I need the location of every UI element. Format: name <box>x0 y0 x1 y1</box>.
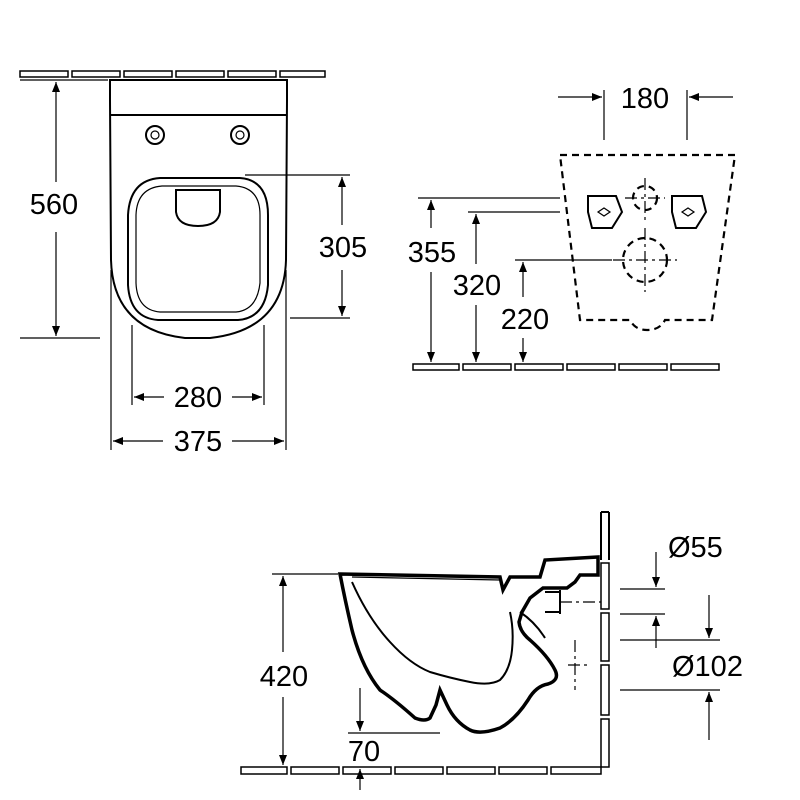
dim-bolt-spacing: 180 <box>621 83 669 115</box>
dim-height-355: 355 <box>408 237 456 269</box>
dim-height-320: 320 <box>453 270 501 302</box>
dim-rim-height: 420 <box>260 661 308 693</box>
bolt-hole-right <box>230 125 250 145</box>
dim-inlet-diameter: Ø55 <box>668 532 723 564</box>
dim-seat-width: 280 <box>174 382 222 414</box>
wall-bolt-right <box>671 195 708 229</box>
bolt-hole-left <box>145 125 165 145</box>
dim-height-220: 220 <box>501 304 549 336</box>
wall-view: 180 355 320 220 <box>408 83 737 371</box>
wall-bolt-left <box>587 195 624 229</box>
dim-floor-offset: 70 <box>348 736 380 768</box>
top-view: 560 305 280 375 <box>19 70 367 458</box>
dim-seat-depth: 305 <box>319 232 367 264</box>
dim-overall-width: 375 <box>174 426 222 458</box>
side-floor <box>240 766 602 775</box>
side-view: Ø55 Ø102 420 70 <box>240 511 743 790</box>
bowl-top-outline <box>109 79 288 339</box>
flush-opening <box>175 189 221 228</box>
seat-opening <box>127 177 269 321</box>
wall-view-floor <box>412 363 720 371</box>
wall-footprint-dashed <box>558 153 737 332</box>
dim-depth: 560 <box>30 189 78 221</box>
top-wall-strip <box>19 70 326 78</box>
side-wall <box>600 511 610 768</box>
bowl-side-profile[interactable] <box>337 555 600 734</box>
dim-outlet-diameter: Ø102 <box>672 651 743 683</box>
